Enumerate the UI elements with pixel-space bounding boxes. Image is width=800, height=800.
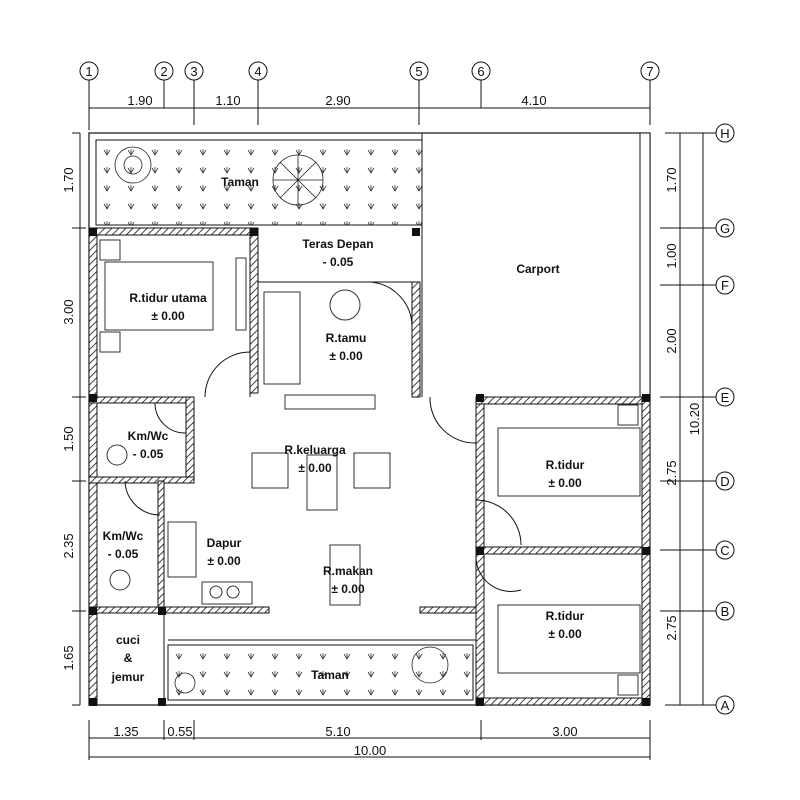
dim-top: 4.10	[521, 93, 546, 108]
carport-wall	[639, 132, 651, 398]
grid-col-7: 7	[646, 64, 653, 79]
room-cuci: cuci	[116, 633, 140, 647]
grid-row-F: F	[721, 278, 729, 293]
dim-top: 2.90	[325, 93, 350, 108]
room-level: ± 0.00	[548, 476, 582, 490]
room-cuci: &	[124, 651, 133, 665]
dim-right: 2.75	[664, 615, 679, 640]
room-taman-bottom: Taman	[311, 668, 349, 682]
grid-row-E: E	[721, 390, 730, 405]
furniture	[99, 239, 641, 696]
grid-col-4: 4	[254, 64, 261, 79]
grid-row-H: H	[720, 126, 729, 141]
grid-col-2: 2	[160, 64, 167, 79]
columns	[89, 228, 650, 706]
grid-row-G: G	[720, 221, 730, 236]
grid-col-5: 5	[415, 64, 422, 79]
room-level: - 0.05	[323, 255, 354, 269]
room-level: ± 0.00	[207, 554, 241, 568]
room-level: - 0.05	[133, 447, 164, 461]
dim-right: 2.75	[664, 460, 679, 485]
dim-right: 2.00	[664, 328, 679, 353]
room-makan: R.makan	[323, 564, 373, 578]
bed	[497, 604, 641, 674]
room-carport: Carport	[516, 262, 559, 276]
room-teras: Teras Depan	[302, 237, 373, 251]
grid-row-A: A	[721, 698, 730, 713]
right-grid: H G F E D C B A 1.70 1.00 2.00 2.75 2.75…	[660, 123, 735, 715]
plant-icon	[114, 146, 449, 694]
room-tidur-1: R.tidur	[546, 458, 585, 472]
grid-row-C: C	[720, 543, 729, 558]
dim-left: 1.70	[61, 167, 76, 192]
door-swings	[124, 281, 522, 592]
room-tamu: R.tamu	[326, 331, 367, 345]
room-level: ± 0.00	[151, 309, 185, 323]
room-tidur-2: R.tidur	[546, 609, 585, 623]
top-grid: 1 2 3 4 5 6 7 1.90 1.10 2.90 4.10	[79, 61, 660, 130]
garden-bottom	[167, 644, 474, 701]
bed	[104, 261, 214, 331]
grid-col-3: 3	[190, 64, 197, 79]
grid-col-6: 6	[477, 64, 484, 79]
room-dapur: Dapur	[207, 536, 242, 550]
bed	[497, 427, 641, 497]
dim-bottom: 5.10	[325, 724, 350, 739]
dim-right: 1.70	[664, 167, 679, 192]
room-keluarga: R.keluarga	[284, 443, 346, 457]
sofa	[263, 291, 301, 385]
dim-left: 1.65	[61, 645, 76, 670]
room-kmwc-2: Km/Wc	[103, 529, 144, 543]
dim-right-total: 10.20	[687, 403, 702, 436]
dim-left: 3.00	[61, 299, 76, 324]
room-level: - 0.05	[108, 547, 139, 561]
dim-left: 1.50	[61, 426, 76, 451]
dim-top: 1.90	[127, 93, 152, 108]
garden-top	[95, 139, 423, 226]
room-level: ± 0.00	[298, 461, 332, 475]
bottom-dimensions: 1.35 0.55 5.10 3.00 10.00	[88, 720, 651, 760]
room-cuci: jemur	[111, 670, 145, 684]
dim-bottom-total: 10.00	[354, 743, 387, 758]
dim-bottom: 1.35	[113, 724, 138, 739]
room-kmwc-1: Km/Wc	[128, 429, 169, 443]
grid-col-1: 1	[85, 64, 92, 79]
left-dimensions: 1.70 3.00 1.50 2.35 1.65	[61, 132, 86, 706]
room-taman-top: Taman	[221, 175, 259, 189]
dim-right: 1.00	[664, 243, 679, 268]
grid-row-D: D	[720, 474, 729, 489]
room-level: ± 0.00	[331, 582, 365, 596]
dining-table	[329, 544, 361, 606]
dim-left: 2.35	[61, 533, 76, 558]
dim-top: 1.10	[215, 93, 240, 108]
dim-bottom: 0.55	[167, 724, 192, 739]
grid-row-B: B	[721, 604, 730, 619]
room-level: ± 0.00	[329, 349, 363, 363]
room-tidur-utama: R.tidur utama	[129, 291, 207, 305]
dim-bottom: 3.00	[552, 724, 577, 739]
room-level: ± 0.00	[548, 627, 582, 641]
